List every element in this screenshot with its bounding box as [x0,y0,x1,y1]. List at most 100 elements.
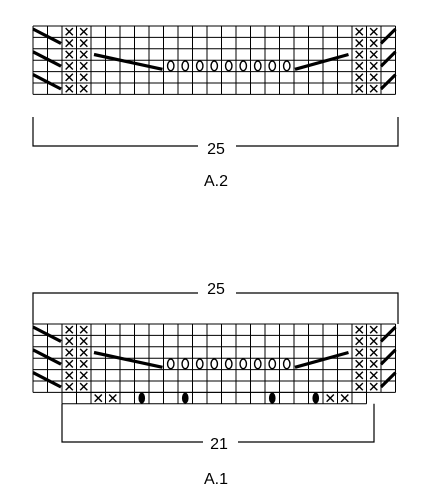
cross-stitch-symbol [79,39,88,48]
cross-stitch-symbol [65,84,74,93]
cross-stitch-symbol [326,394,335,403]
cross-stitch-symbol [65,382,74,391]
cross-stitch-symbol [65,27,74,36]
slanted-decrease-bar [93,52,163,71]
yarn-over-symbol [239,60,248,72]
yarn-over-symbol [195,358,204,370]
slanted-decrease-bar [32,50,62,68]
filled-oval-symbol [312,392,320,404]
slanted-decrease-bar [379,50,397,68]
cross-stitch-symbol [355,348,364,357]
yarn-over-symbol [253,60,262,72]
cross-stitch-symbol [79,382,88,391]
cross-stitch-symbol [355,337,364,346]
slanted-decrease-bar [379,27,397,45]
cross-stitch-symbol [369,50,378,59]
filled-oval-symbol [268,392,276,404]
yarn-over-symbol [210,60,219,72]
cross-stitch-symbol [65,39,74,48]
cross-stitch-symbol [65,50,74,59]
cross-stitch-symbol [355,27,364,36]
yarn-over-symbol [195,60,204,72]
filled-oval-symbol [181,392,189,404]
slanted-decrease-bar [32,73,62,91]
cross-stitch-symbol [355,371,364,380]
chart-a2-stitch-count: 25 [207,141,225,158]
chart-a1-name: A.1 [204,471,228,488]
slanted-decrease-bar [32,325,62,343]
cross-stitch-symbol [94,394,103,403]
chart-a1-top-stitch-count: 25 [207,281,225,298]
slanted-decrease-bar [294,350,349,369]
yarn-over-symbol [224,358,233,370]
filled-oval-symbol [138,392,146,404]
slanted-decrease-bar [379,348,397,366]
slanted-decrease-bar [93,350,163,369]
yarn-over-symbol [239,358,248,370]
chart-a1-top-bracket [32,292,399,324]
slanted-decrease-bar [32,348,62,366]
cross-stitch-symbol [355,61,364,70]
cross-stitch-symbol [65,61,74,70]
cross-stitch-symbol [65,325,74,334]
cross-stitch-symbol [369,382,378,391]
yarn-over-symbol [224,60,233,72]
cross-stitch-symbol [369,27,378,36]
cross-stitch-symbol [355,359,364,368]
cross-stitch-symbol [355,325,364,334]
yarn-over-symbol [166,60,175,72]
cross-stitch-symbol [65,348,74,357]
cross-stitch-symbol [369,337,378,346]
cross-stitch-symbol [79,61,88,70]
yarn-over-symbol [253,358,262,370]
chart-a2-symbols [32,27,397,93]
slanted-decrease-bar [379,73,397,91]
cross-stitch-symbol [79,348,88,357]
cross-stitch-symbol [355,382,364,391]
slanted-decrease-bar [379,325,397,343]
cross-stitch-symbol [79,27,88,36]
cross-stitch-symbol [65,359,74,368]
cross-stitch-symbol [79,359,88,368]
cross-stitch-symbol [369,61,378,70]
chart-a2-stitch-count-bracket [32,117,399,147]
yarn-over-symbol [268,60,277,72]
yarn-over-symbol [282,358,291,370]
cross-stitch-symbol [65,337,74,346]
chart-a2: 25 A.2 [32,25,399,190]
cross-stitch-symbol [79,50,88,59]
cross-stitch-symbol [79,73,88,82]
cross-stitch-symbol [355,50,364,59]
yarn-over-symbol [282,60,291,72]
yarn-over-symbol [181,358,190,370]
cross-stitch-symbol [108,394,117,403]
cross-stitch-symbol [369,371,378,380]
slanted-decrease-bar [294,52,349,71]
yarn-over-symbol [210,358,219,370]
slanted-decrease-bar [32,371,62,389]
cross-stitch-symbol [369,359,378,368]
cross-stitch-symbol [340,394,349,403]
cross-stitch-symbol [369,348,378,357]
chart-a1-bottom-stitch-count: 21 [210,436,228,453]
cross-stitch-symbol [355,84,364,93]
chart-a2-grid [32,25,396,95]
chart-a1-bottom-bracket [61,403,375,443]
cross-stitch-symbol [369,325,378,334]
cross-stitch-symbol [65,371,74,380]
chart-a1-grid [32,323,396,405]
cross-stitch-symbol [369,73,378,82]
cross-stitch-symbol [65,73,74,82]
cross-stitch-symbol [79,325,88,334]
slanted-decrease-bar [379,371,397,389]
chart-a1-symbols [32,325,397,404]
cross-stitch-symbol [355,39,364,48]
cross-stitch-symbol [355,73,364,82]
cross-stitch-symbol [79,337,88,346]
chart-a1: 25 21 A.1 [32,281,399,488]
chart-a2-name: A.2 [204,173,228,190]
cross-stitch-symbol [369,39,378,48]
yarn-over-symbol [181,60,190,72]
cross-stitch-symbol [369,84,378,93]
